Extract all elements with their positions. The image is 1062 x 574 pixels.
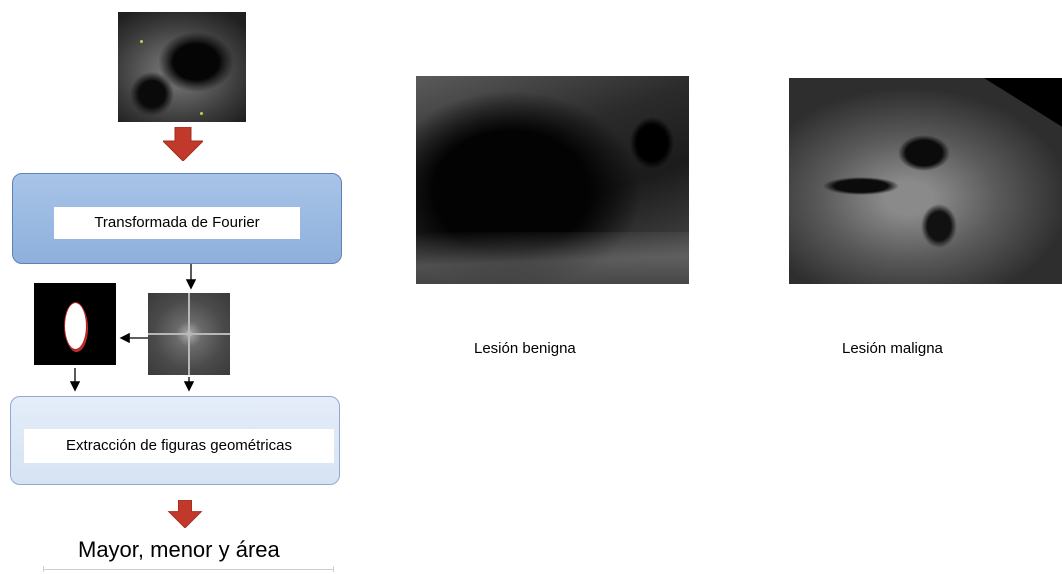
benign-caption: Lesión benigna <box>474 340 576 357</box>
malignant-caption: Lesión maligna <box>842 340 943 357</box>
segmentation-mask-image <box>34 283 116 365</box>
extraction-step-label: Extracción de figuras geométricas <box>24 429 334 463</box>
lesion-blob <box>65 303 86 349</box>
benign-lesion-image <box>416 76 689 284</box>
malignant-lesion-image <box>789 78 1062 284</box>
down-arrow-icon <box>167 500 203 528</box>
result-label: Mayor, menor y área <box>78 537 280 563</box>
fourier-spectrum-image <box>148 293 230 375</box>
cropped-line <box>43 569 334 570</box>
